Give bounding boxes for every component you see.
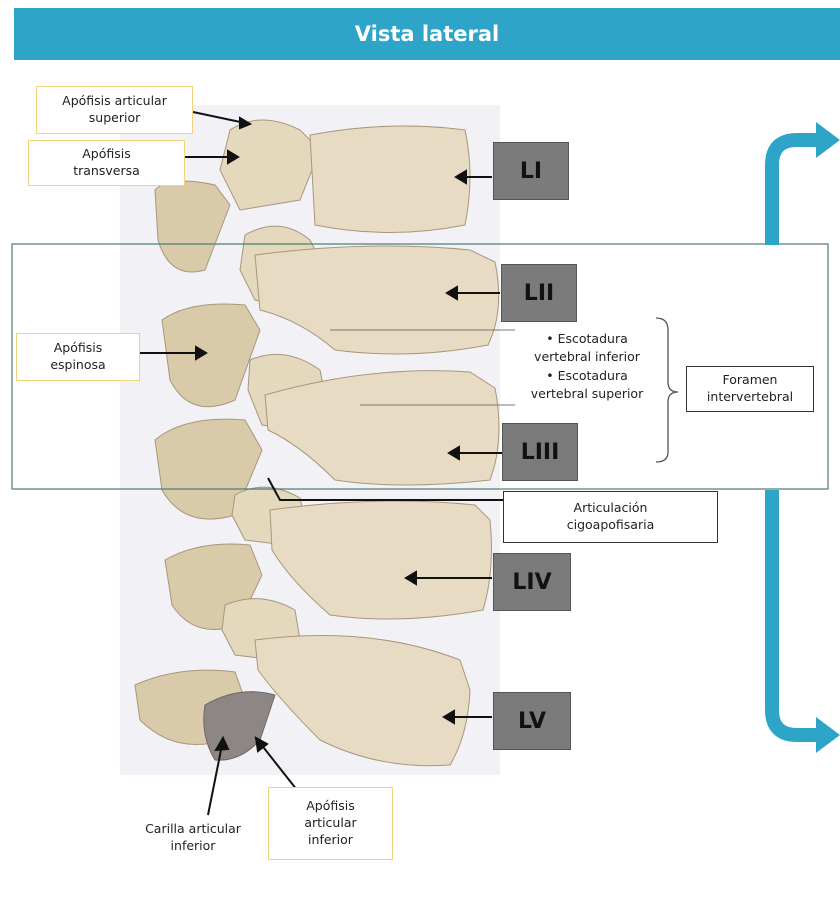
vertebra-label-l3: LIII [502,423,578,481]
vertebra-label-l5: LV [493,692,571,750]
label-facet-joint: Articulación cigoapofisaria [503,491,718,543]
vertebra-label-l2: LII [501,264,577,322]
label-inferior-articular-facet: Carilla articular inferior [118,815,268,861]
notch-list: • Escotadura vertebral inferior • Escota… [512,330,662,402]
vertebra-label-l4: LIV [493,553,571,611]
label-inferior-articular-process: Apófisis articular inferior [268,787,393,860]
label-superior-articular-process: Apófisis articular superior [36,86,193,134]
vertebra-label-l1: LI [493,142,569,200]
notch-inferior: • Escotadura vertebral inferior [512,330,662,365]
label-intervertebral-foramen: Foramen intervertebral [686,366,814,412]
notch-superior: • Escotadura vertebral superior [512,367,662,402]
label-transverse-process: Apófisis transversa [28,140,185,186]
blue-bracket-arrow [772,122,840,753]
label-spinous-process: Apófisis espinosa [16,333,140,381]
